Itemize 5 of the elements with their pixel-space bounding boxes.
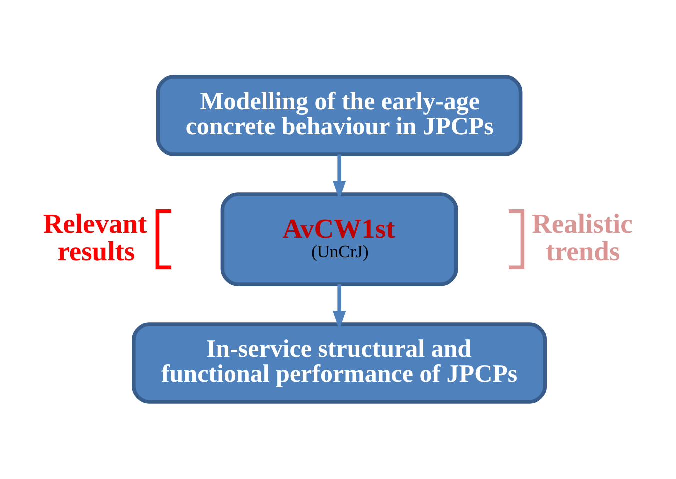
node-label: Relevant results [43,208,148,266]
node-box: Modelling of the early-age concrete behaviour in JPCPs [156,75,523,156]
node-box: AvCW1st (UnCrJ) [220,192,458,286]
node-label: Realistic trends [532,208,633,266]
node-box: In-service structural and functional performance of JPCPs [132,322,548,404]
